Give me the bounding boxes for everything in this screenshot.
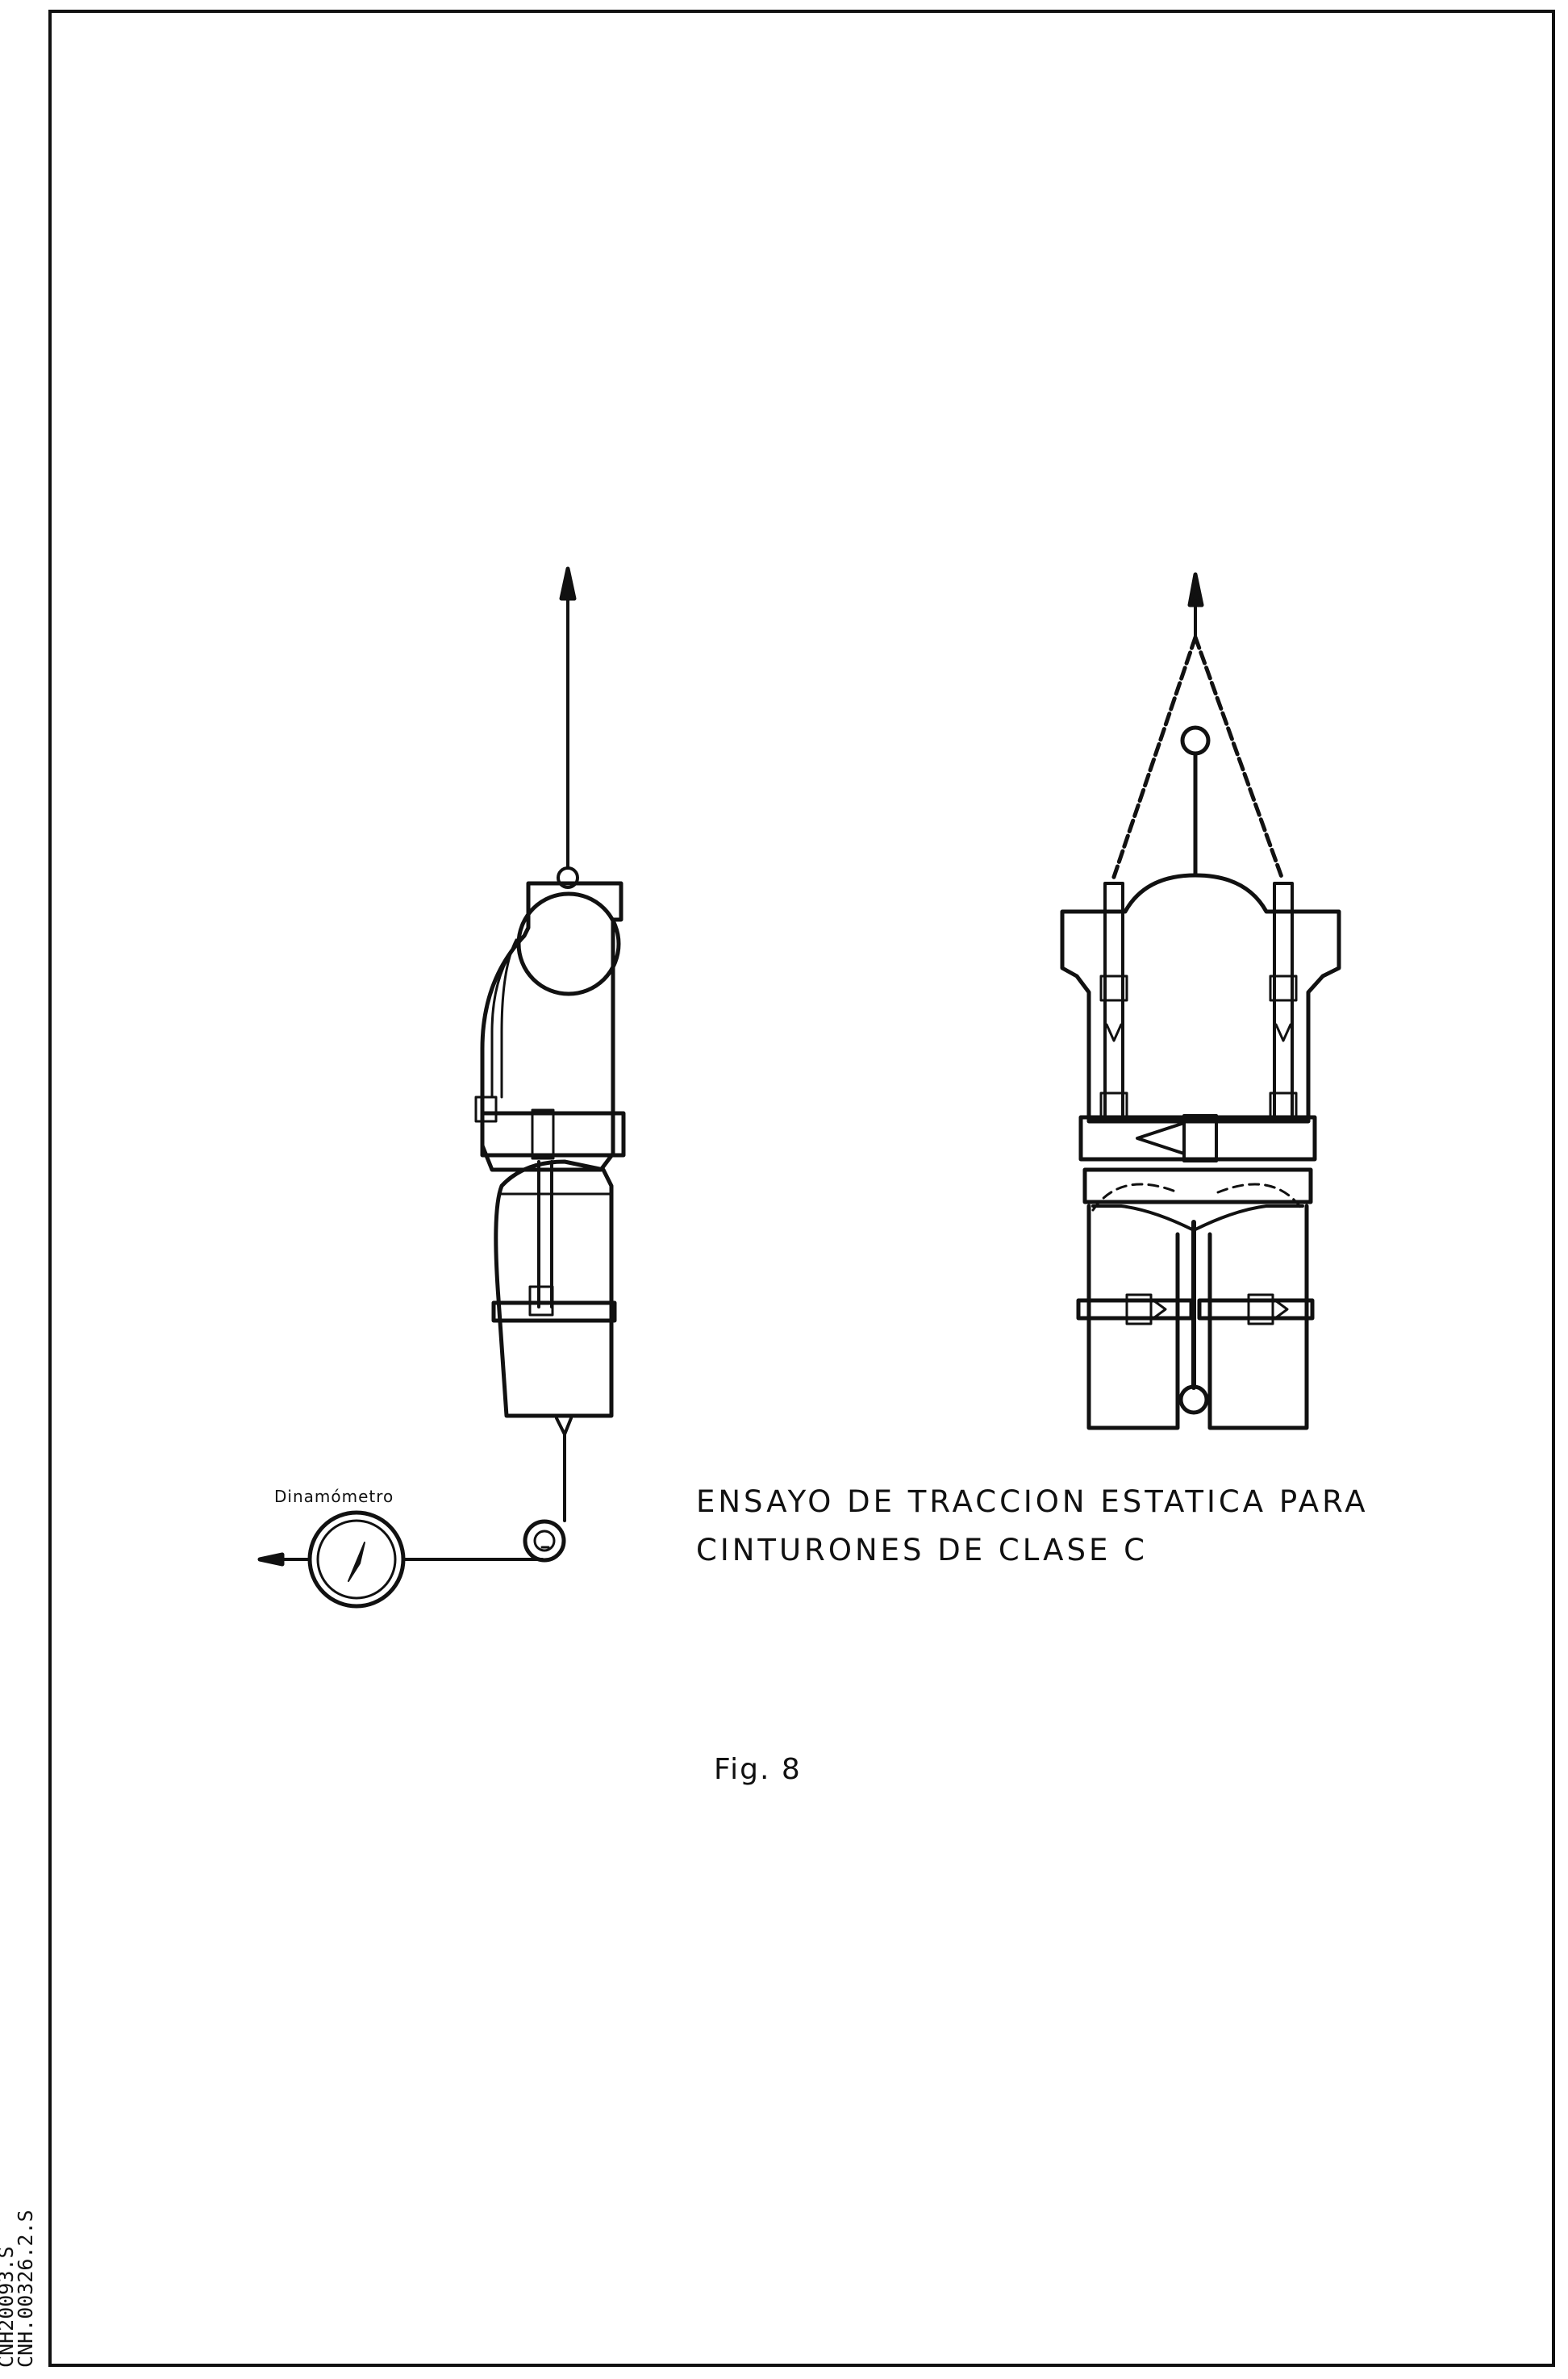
left-shackle: [557, 866, 579, 889]
figure-number: Fig. 8: [714, 1753, 802, 1786]
right-belt-tongue: [1136, 1121, 1186, 1155]
right-waist-belt: [1078, 1115, 1317, 1162]
caption-line-1: ENSAYO DE TRACCION ESTATICA PARA: [696, 1484, 1369, 1519]
margin-codes: CNH20093.S CNH.00326.2.S: [0, 2210, 37, 2368]
right-thigh-strap-right: [1197, 1298, 1315, 1321]
right-strap-left: [1103, 882, 1124, 1123]
dynamometer-label: Dinamómetro: [274, 1487, 394, 1506]
left-thigh-belt: [491, 1300, 617, 1323]
right-torso: [1060, 873, 1341, 1124]
dynamometer-gauge: [307, 1510, 406, 1609]
left-head-ball: [516, 891, 621, 996]
head-ring: [1180, 725, 1211, 756]
right-bottom-ball: [1178, 1384, 1209, 1415]
right-hips: [1082, 1167, 1313, 1204]
caption: ENSAYO DE TRACCION ESTATICA PARA CINTURO…: [696, 1478, 1369, 1575]
left-belt-buckle: [531, 1108, 555, 1160]
front-view-dummy: [1060, 572, 1341, 1430]
pulley: [523, 1519, 566, 1563]
left-head-block: [480, 881, 623, 1172]
right-hip-dashes: [1091, 1183, 1304, 1212]
right-belt-buckle: [1182, 1114, 1218, 1162]
left-up-arrow: [559, 566, 577, 601]
left-bottom-rope: [555, 1417, 573, 1522]
right-bridle: [1111, 635, 1285, 882]
right-crotch: [1091, 1204, 1304, 1232]
right-thigh-strap-left: [1076, 1298, 1194, 1321]
dynamometer-needle: [348, 1542, 365, 1582]
page-frame: [48, 10, 1555, 2367]
left-belt-ring: [474, 1096, 498, 1123]
left-leg: [494, 1159, 614, 1418]
side-view-dummy: [257, 566, 626, 1609]
left-pull-arrow: [257, 1552, 285, 1567]
right-strap-right: [1273, 882, 1294, 1123]
left-thigh-buckle: [528, 1285, 554, 1317]
caption-line-2: CINTURONES DE CLASE C: [696, 1533, 1148, 1567]
margin-code-2: CNH.00326.2.S: [14, 2210, 37, 2368]
left-back-strap: [490, 934, 526, 1099]
